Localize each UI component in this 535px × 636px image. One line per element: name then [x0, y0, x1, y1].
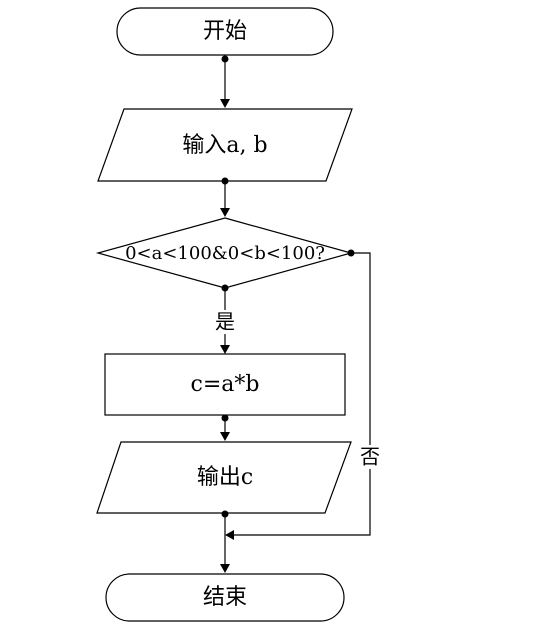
condition-label: 0<a<100&0<b<100? — [125, 243, 325, 264]
output-node: 输出c — [96, 441, 352, 514]
output-label: 输出c — [197, 465, 253, 490]
process-label: c=a*b — [191, 372, 260, 397]
connector-process-to-output — [220, 414, 230, 441]
connector-output-to-end — [220, 510, 230, 573]
end-node: 结束 — [105, 573, 345, 622]
end-label: 结束 — [203, 585, 247, 610]
process-node: c=a*b — [104, 353, 346, 416]
condition-node: 0<a<100&0<b<100? — [95, 217, 354, 289]
connector-no-branch: 否 — [225, 249, 382, 540]
input-node: 输入a, b — [97, 108, 353, 182]
connector-input-to-condition — [220, 177, 230, 217]
start-node: 开始 — [116, 7, 334, 56]
yes-label: 是 — [215, 310, 235, 334]
connector-start-to-input — [220, 55, 230, 108]
connector-yes-branch: 是 — [212, 284, 238, 354]
no-label: 否 — [360, 445, 380, 469]
input-label: 输入a, b — [182, 133, 267, 158]
start-label: 开始 — [203, 19, 247, 44]
